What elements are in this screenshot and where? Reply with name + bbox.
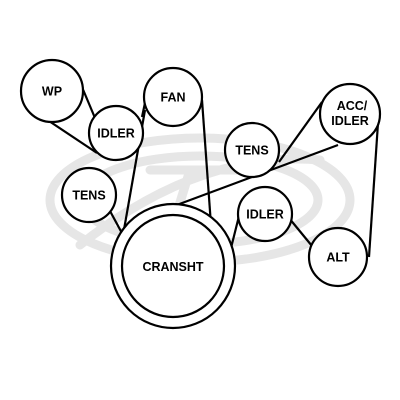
belt-segment-fan-to-crank-right [200,99,213,226]
pulley-wp: WP [19,58,85,124]
belt-segment-acc-to-alt [367,122,380,258]
pulley-wp-label: WP [42,85,62,99]
pulley-idler-lower: IDLER [236,185,294,243]
pulley-tens-left: TENS [60,166,118,224]
pulley-acc-idler: ACC/ IDLER [318,82,382,146]
pulley-idler-lower-label: IDLER [246,208,284,222]
pulley-crankshaft: CRANSHT [109,202,237,330]
pulley-tens-upper: TENS [223,121,281,179]
pulley-acc-idler-label-line2: IDLER [331,114,369,128]
pulley-fan: FAN [142,66,204,128]
belt-segment-idler-lower-to-alt [288,217,313,247]
belt-segment-tens-to-acc [278,101,323,163]
pulley-alt: ALT [307,226,369,288]
pulley-acc-idler-label-line1: ACC/ [337,99,368,113]
pulley-tens-left-label: TENS [72,189,105,203]
pulley-idler-upper-label: IDLER [97,127,135,141]
pulley-alt-label: ALT [326,251,350,265]
pulley-fan-label: FAN [161,91,186,105]
pulley-crankshaft-label: CRANSHT [142,260,203,274]
pulley-tens-upper-label: TENS [235,144,268,158]
pulley-idler-upper: IDLER [87,104,145,162]
